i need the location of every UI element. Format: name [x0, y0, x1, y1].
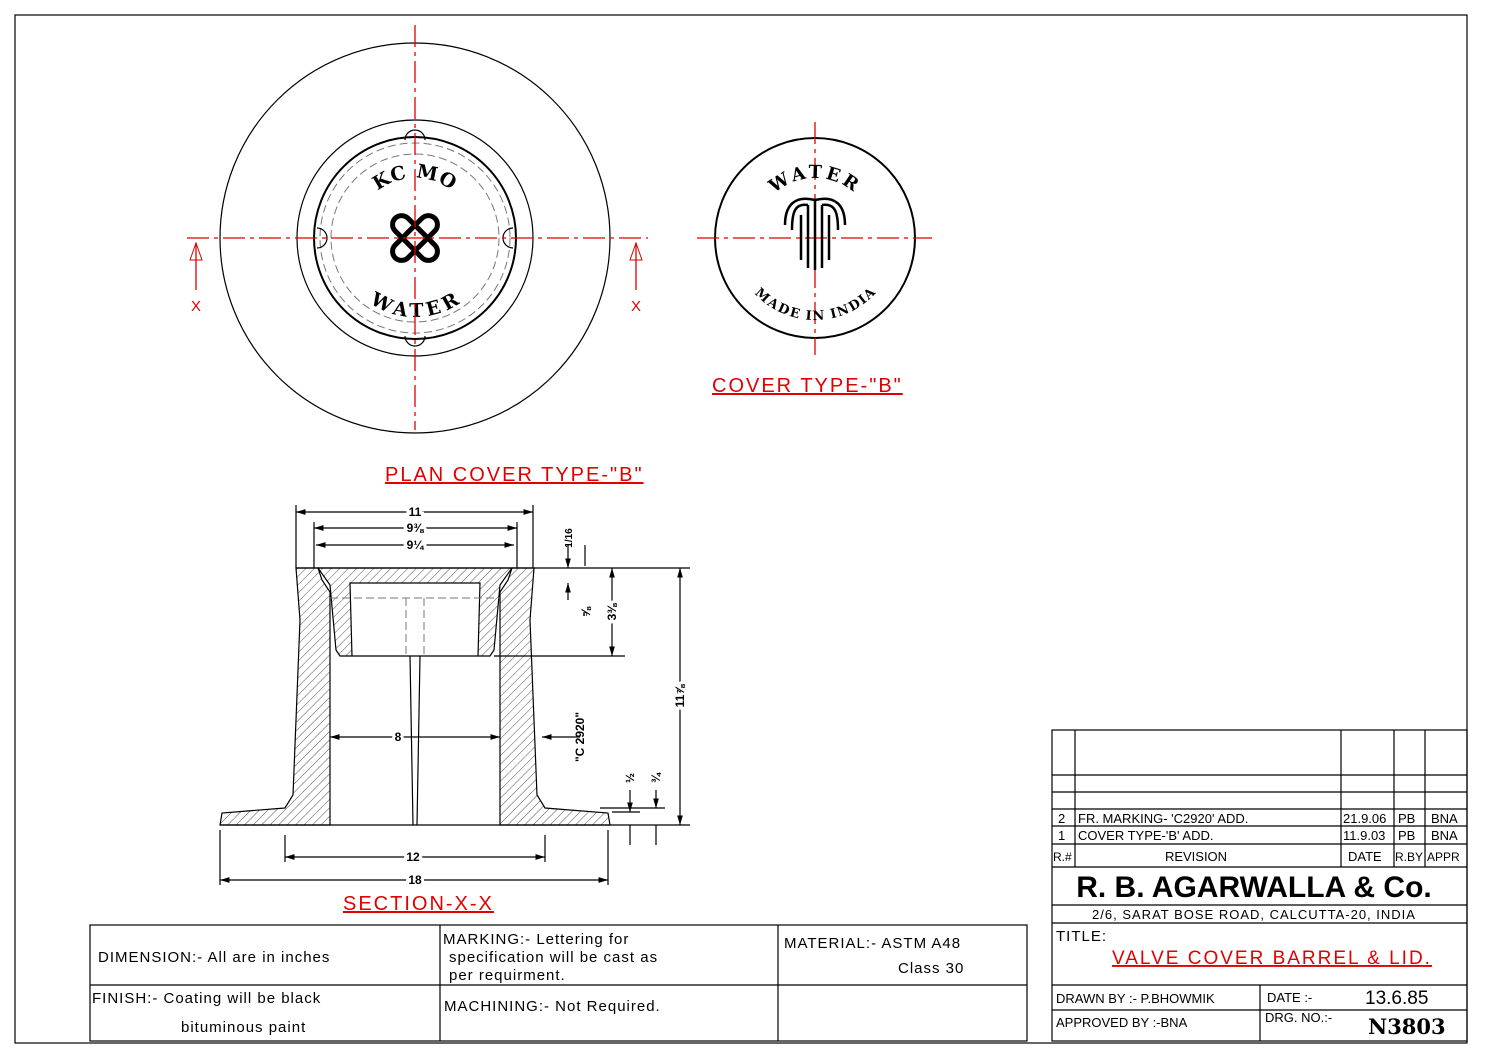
fountain-emblem-icon: [783, 197, 847, 270]
revision-by: PB: [1398, 811, 1415, 826]
header-appr: APPR: [1427, 850, 1460, 864]
revision-date: 11.9.03: [1343, 828, 1385, 843]
note-material-2: Class 30: [898, 960, 964, 977]
dim-overall-height: 11⅞: [673, 684, 687, 708]
dim-inner-barrel: 8: [395, 730, 402, 744]
date-label: DATE :-: [1267, 990, 1312, 1005]
note-material-1: MATERIAL:- ASTM A48: [784, 935, 961, 952]
revision-no: 1: [1058, 828, 1065, 843]
dim-flange-1: ½: [623, 773, 637, 783]
header-revision: REVISION: [1165, 849, 1227, 864]
header-no: R.#: [1053, 850, 1072, 864]
approved-by: APPROVED BY :-BNA: [1056, 1015, 1188, 1030]
note-finish-2: bituminous paint: [181, 1019, 306, 1036]
header-date: DATE: [1348, 849, 1382, 864]
dim-lid-gap: 1/16: [564, 528, 575, 548]
drg-no-label: DRG. NO.:-: [1265, 1010, 1332, 1025]
cover-type-b-view: WATER MADE IN INDIA COVER TYPE-"B": [697, 122, 932, 397]
note-marking-1: MARKING:- Lettering for: [443, 931, 629, 948]
header-by: R.BY: [1395, 850, 1423, 864]
barrel-marking: "C 2920": [573, 712, 587, 762]
dim-lid-clearance: ⅝: [579, 606, 593, 617]
dim-flange-2: ¾: [649, 772, 663, 783]
plan-view-label: PLAN COVER TYPE-"B": [385, 464, 644, 486]
drawing-title: VALVE COVER BARREL & LID.: [1112, 948, 1432, 969]
cover-view-label: COVER TYPE-"B": [712, 375, 903, 397]
section-view-label: SECTION-X-X: [343, 893, 494, 915]
title-label: TITLE:: [1056, 928, 1107, 945]
dim-top-inner: 9¼: [407, 538, 425, 552]
section-arrow-right-icon: [629, 241, 643, 261]
note-marking-3: per requirment.: [449, 967, 566, 984]
dim-lid-depth: 3⅜: [605, 603, 619, 621]
note-finish-1: FINISH:- Coating will be black: [92, 990, 321, 1007]
dim-base-inner: 12: [406, 850, 420, 864]
revision-text: COVER TYPE-'B' ADD.: [1078, 828, 1213, 843]
revision-no: 2: [1058, 811, 1065, 826]
dim-top-overall: 11: [409, 505, 422, 519]
revision-row: 2 FR. MARKING- 'C2920' ADD. 21.9.06 PB B…: [1058, 811, 1458, 826]
note-marking-2: specification will be cast as: [449, 949, 658, 966]
revision-row: 1 COVER TYPE-'B' ADD. 11.9.03 PB BNA: [1058, 828, 1458, 843]
revision-appr: BNA: [1431, 811, 1458, 826]
note-dimension: DIMENSION:- All are in inches: [98, 949, 330, 966]
revision-text: FR. MARKING- 'C2920' ADD.: [1078, 811, 1248, 826]
note-machining: MACHINING:- Not Required.: [444, 998, 661, 1015]
drawn-by: DRAWN BY :- P.BHOWMIK: [1056, 991, 1215, 1006]
revision-appr: BNA: [1431, 828, 1458, 843]
drawing-date: 13.6.85: [1365, 988, 1428, 1009]
title-block: 2 FR. MARKING- 'C2920' ADD. 21.9.06 PB B…: [1051, 729, 1468, 1042]
plan-view: KC MO WATER X X PLAN COVER TYPE-"B": [187, 25, 648, 486]
notes-table: DIMENSION:- All are in inches MARKING:- …: [89, 924, 1028, 1042]
dim-top-mid: 9⅜: [407, 521, 425, 535]
section-marker-left: X: [191, 298, 201, 315]
sheet-border: [14, 14, 1468, 1044]
cover-text-top: WATER: [764, 162, 862, 198]
revision-by: PB: [1398, 828, 1415, 843]
revision-date: 21.9.06: [1343, 811, 1386, 826]
section-marker-right: X: [631, 298, 641, 315]
company-name: R. B. AGARWALLA & Co.: [1076, 871, 1432, 904]
company-address: 2/6, SARAT BOSE ROAD, CALCUTTA-20, INDIA: [1092, 907, 1416, 922]
section-view: 11 9⅜ 9¼ 8 12 18 11⅞ 3⅜ ⅝ 1/16 ½ ¾ "C 29…: [219, 502, 690, 915]
section-arrow-left-icon: [189, 241, 203, 261]
knot-emblem-icon: [390, 213, 440, 263]
drg-no: N3803: [1368, 1014, 1446, 1039]
svg-text:WATER: WATER: [764, 162, 865, 198]
dim-base-outer: 18: [408, 873, 422, 887]
